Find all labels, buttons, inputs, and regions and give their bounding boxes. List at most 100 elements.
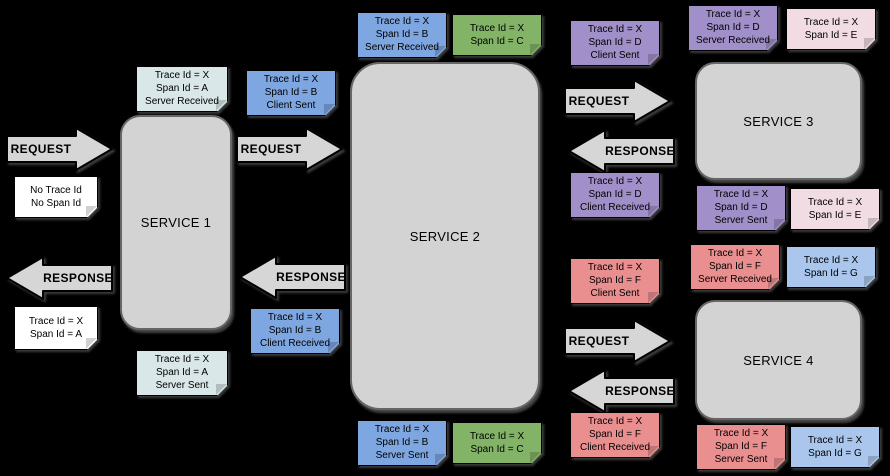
note-line: Trace Id = X: [374, 16, 430, 27]
note-line: Span Id = B: [375, 29, 429, 40]
request-arrow-service-2-to-4: REQUEST: [564, 319, 672, 363]
note-paper: Trace Id = X Span Id = F Server Received: [690, 244, 780, 290]
note-line: Span Id = B: [264, 87, 318, 98]
response-label: RESPONSE: [276, 270, 346, 284]
note-fold-icon: [774, 458, 785, 469]
note-paper: Trace Id = X Span Id = C: [452, 14, 542, 56]
note-paper: Trace Id = X Span Id = D Client Sent: [570, 20, 660, 66]
note-paper: Trace Id = X Span Id = A Server Received: [136, 66, 228, 112]
note-line: Span Id = E: [808, 209, 862, 221]
service-4-label: SERVICE 4: [743, 352, 814, 368]
request-label: REQUEST: [568, 334, 630, 348]
note-line: Server Sent: [714, 215, 768, 226]
request-label: REQUEST: [240, 142, 302, 156]
note-span-g-top: Trace Id = X Span Id = G: [786, 246, 876, 288]
response-arrow-service-2-to-1: RESPONSE: [238, 255, 346, 299]
response-label: RESPONSE: [605, 144, 675, 158]
note-span-b-server-sent: Trace Id = X Span Id = B Server Sent: [357, 420, 447, 466]
service-3-box: SERVICE 3: [695, 62, 862, 180]
note-fold-icon: [216, 384, 227, 395]
response-label: RESPONSE: [43, 271, 113, 285]
note-line: Span Id = D: [588, 189, 642, 200]
note-line: Trace Id = X: [713, 189, 769, 200]
note-line: Span Id = A: [156, 367, 208, 378]
note-span-c-bottom: Trace Id = X Span Id = C: [452, 422, 542, 464]
note-line: Span Id = A: [156, 83, 208, 94]
request-arrow-service-1-to-2: REQUEST: [236, 127, 344, 171]
note-fold-icon: [530, 452, 541, 463]
note-line: Span Id = F: [589, 429, 641, 440]
right-arrow-icon: [564, 319, 671, 363]
note-line: Trace Id = X: [807, 196, 863, 208]
note-fold-icon: [648, 292, 659, 303]
note-paper: Trace Id = X Span Id = A Server Sent: [136, 350, 228, 396]
note-fold-icon: [530, 44, 541, 55]
left-arrow-icon: [239, 255, 346, 299]
service-1-box: SERVICE 1: [120, 115, 232, 330]
note-span-f-server-received: Trace Id = X Span Id = F Server Received: [690, 244, 780, 290]
note-line: Span Id = D: [706, 22, 760, 33]
note-paper: Trace Id = X Span Id = B Server Sent: [357, 420, 447, 466]
note-line: Span Id = C: [470, 443, 524, 455]
note-span-a-server-received: Trace Id = X Span Id = A Server Received: [136, 66, 228, 112]
note-span-f-client-received: Trace Id = X Span Id = F Client Received: [570, 412, 660, 458]
note-no-trace-no-span: No Trace Id No Span Id: [14, 176, 98, 218]
note-paper: Trace Id = X Span Id = C: [452, 422, 542, 464]
note-line: Server Received: [696, 35, 770, 46]
note-line: Trace Id = X: [469, 430, 525, 442]
request-arrow-service-2-to-3: REQUEST: [564, 79, 672, 123]
note-line: Trace Id = X: [267, 312, 323, 323]
note-fold-icon: [435, 46, 446, 57]
note-paper: Trace Id = X Span Id = B Client Received: [250, 308, 340, 354]
right-arrow-icon: [564, 79, 671, 123]
note-line: Trace Id = X: [713, 428, 769, 439]
note-line: Span Id = G: [804, 267, 858, 279]
response-arrow-service-4-to-2: RESPONSE: [567, 369, 675, 413]
note-line: Client Sent: [590, 288, 640, 299]
note-line: Span Id = E: [804, 29, 858, 41]
note-line: Span Id = F: [589, 275, 641, 286]
request-label: REQUEST: [10, 142, 72, 156]
note-paper: Trace Id = X Span Id = F Client Sent: [570, 258, 660, 304]
note-paper: Trace Id = X Span Id = D Client Received: [570, 172, 660, 218]
note-fold-icon: [435, 454, 446, 465]
request-label: REQUEST: [568, 94, 630, 108]
note-line: Trace Id = X: [587, 24, 643, 35]
service-1-label: SERVICE 1: [140, 215, 212, 230]
left-arrow-icon: [6, 256, 113, 300]
note-fold-icon: [864, 38, 875, 49]
note-line: Server Sent: [714, 454, 768, 465]
note-paper: Trace Id = X Span Id = E: [790, 188, 880, 230]
note-fold-icon: [328, 342, 339, 353]
note-line: Trace Id = X: [587, 416, 643, 427]
note-fold-icon: [86, 206, 97, 217]
service-2-label: SERVICE 2: [409, 228, 481, 244]
note-span-b-server-received: Trace Id = X Span Id = B Server Received: [357, 12, 447, 58]
note-paper: Trace Id = X Span Id = B Server Received: [357, 12, 447, 58]
note-span-c-top: Trace Id = X Span Id = C: [452, 14, 542, 56]
note-line: Trace Id = X: [803, 16, 859, 28]
note-fold-icon: [648, 54, 659, 65]
note-fold-icon: [868, 218, 879, 229]
note-line: Trace Id = X: [469, 22, 525, 34]
note-fold-icon: [648, 446, 659, 457]
note-fold-icon: [86, 338, 97, 349]
note-span-a-server-sent: Trace Id = X Span Id = A Server Sent: [136, 350, 228, 396]
note-fold-icon: [864, 276, 875, 287]
note-line: Server Sent: [375, 450, 429, 461]
note-line: Span Id = A: [30, 328, 82, 340]
note-paper: Trace Id = X Span Id = B Client Sent: [246, 70, 336, 116]
note-line: Server Received: [365, 42, 439, 53]
note-span-d-server-received: Trace Id = X Span Id = D Server Received: [688, 5, 778, 51]
left-arrow-icon: [568, 129, 675, 173]
note-fold-icon: [648, 206, 659, 217]
note-line: Span Id = D: [714, 202, 768, 213]
request-arrow-to-service-1: REQUEST: [6, 127, 114, 171]
note-trace-x-span-a: Trace Id = X Span Id = A: [14, 306, 98, 350]
note-line: Client Received: [579, 202, 651, 213]
note-span-d-server-sent: Trace Id = X Span Id = D Server Sent: [696, 185, 786, 231]
right-arrow-icon: [6, 127, 113, 171]
note-line: No Span Id: [30, 197, 82, 209]
note-line: Span Id = B: [375, 437, 429, 448]
